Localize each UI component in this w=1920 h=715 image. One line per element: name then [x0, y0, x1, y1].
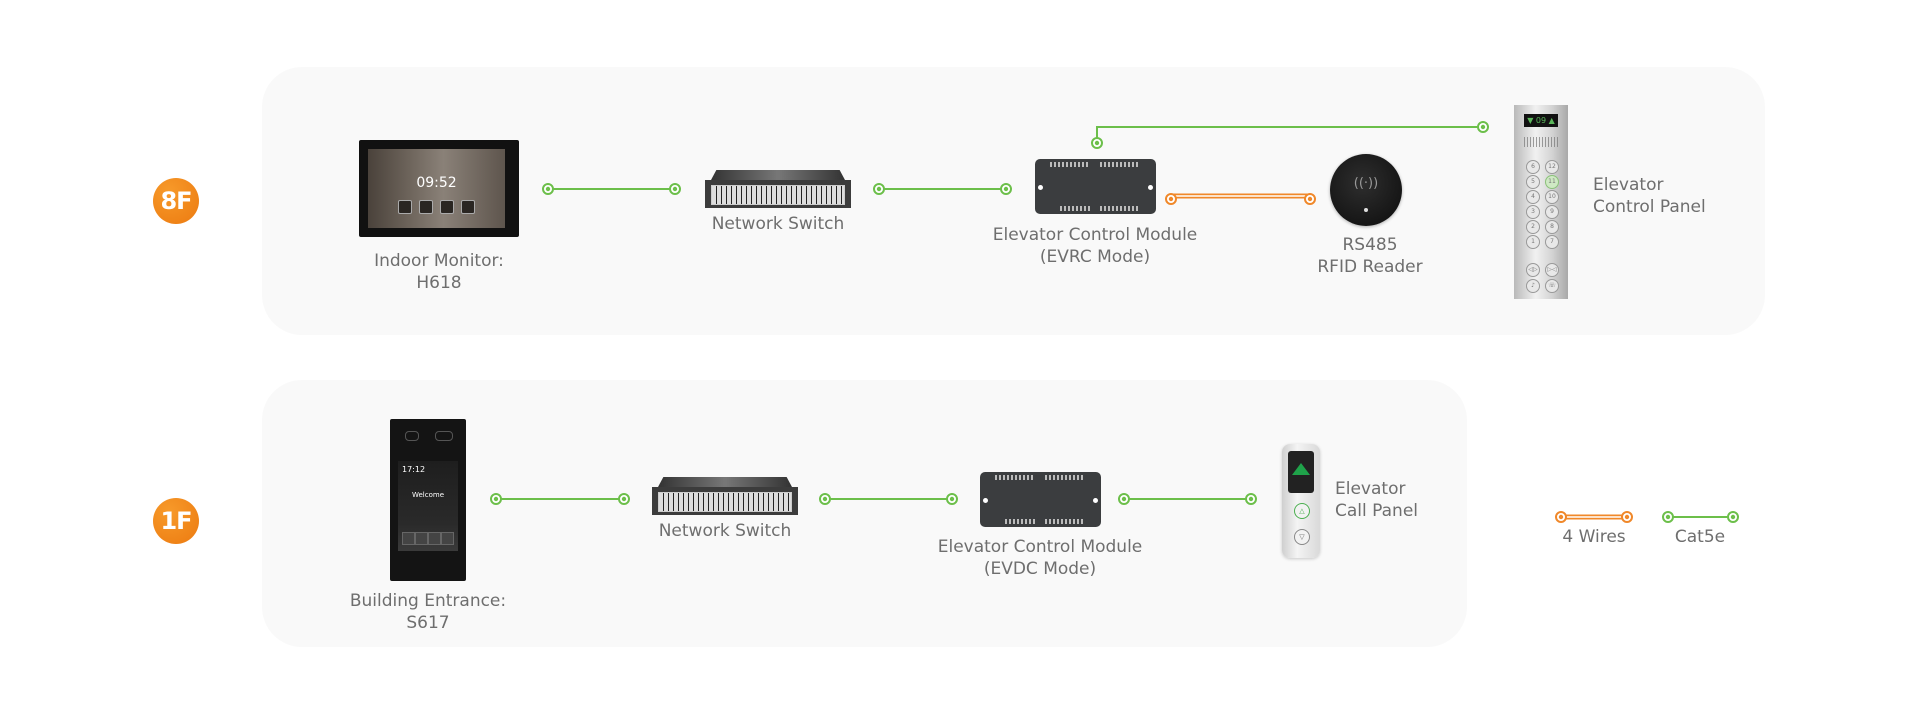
speaker-grill: [1524, 137, 1558, 147]
floor-button: 9: [1545, 205, 1559, 219]
up-arrow-display-icon: [1292, 463, 1310, 475]
elevator-control-module-evdc-image: [980, 472, 1101, 527]
network-switch-label-8f: Network Switch: [711, 214, 845, 234]
floor-button: 12: [1545, 160, 1559, 174]
floor-button: 7: [1545, 235, 1559, 249]
building-entrance-s617-image: 17:12 Welcome: [390, 419, 466, 581]
entrance-screen: 17:12 Welcome: [398, 461, 458, 551]
control-module-label-1f: Elevator Control Module (EVDC Mode): [937, 537, 1143, 579]
nfc-wave-icon: ((·)): [1353, 176, 1379, 191]
legend-swatch-4-wires: [1555, 511, 1633, 523]
network-switch-image-1f: [652, 477, 798, 515]
network-switch-label-1f: Network Switch: [658, 521, 792, 541]
legend-label-cat5e: Cat5e: [1674, 527, 1726, 547]
entrance-welcome-text: Welcome: [411, 491, 445, 499]
floor-button: 1: [1526, 235, 1540, 249]
call-up-button-icon: △: [1294, 503, 1310, 519]
call-down-button-icon: ▽: [1294, 529, 1310, 545]
monitor-app-icons: [398, 200, 475, 214]
elevator-call-panel-label: Elevator Call Panel: [1335, 479, 1418, 521]
network-switch-image-8f: [705, 170, 851, 208]
floor-button: 4: [1526, 190, 1540, 204]
elevator-call-panel-image: △ ▽: [1282, 444, 1320, 558]
entrance-clock: 17:12: [402, 465, 426, 474]
floor-button: 8: [1545, 220, 1559, 234]
floor-button: 11: [1545, 175, 1559, 189]
floor-badge-8f: 8F: [153, 178, 199, 224]
floor-button: 3: [1526, 205, 1540, 219]
floor-button: 2: [1526, 220, 1540, 234]
door-open-button-icon: ◁▷: [1526, 263, 1540, 277]
elevator-control-module-evrc-image: [1035, 159, 1156, 214]
monitor-screen: 09:52: [368, 149, 505, 228]
rfid-reader-image: ((·)): [1330, 154, 1402, 226]
floor-button: 6: [1526, 160, 1540, 174]
building-entrance-label: Building Entrance: S617: [349, 591, 507, 633]
phone-icon: ☏: [1545, 279, 1559, 293]
indoor-monitor-label: Indoor Monitor: H618: [374, 251, 504, 293]
indoor-monitor-h618-image: 09:52: [359, 140, 519, 237]
rfid-reader-label: RS485 RFID Reader: [1317, 235, 1423, 277]
floor-button: 5: [1526, 175, 1540, 189]
monitor-clock: 09:52: [416, 175, 457, 191]
floor-display: ▼ 09 ▲: [1524, 114, 1558, 127]
legend-label-4-wires: 4 Wires: [1562, 527, 1626, 547]
control-module-label-8f: Elevator Control Module (EVRC Mode): [992, 225, 1198, 267]
alarm-bell-icon: ♪: [1526, 279, 1540, 293]
legend-swatch-cat5e: [1662, 511, 1739, 523]
door-close-button-icon: ▷◁: [1545, 263, 1559, 277]
elevator-control-panel-label: Elevator Control Panel: [1593, 175, 1706, 217]
floor-badge-1f: 1F: [153, 498, 199, 544]
floor-button: 10: [1545, 190, 1559, 204]
